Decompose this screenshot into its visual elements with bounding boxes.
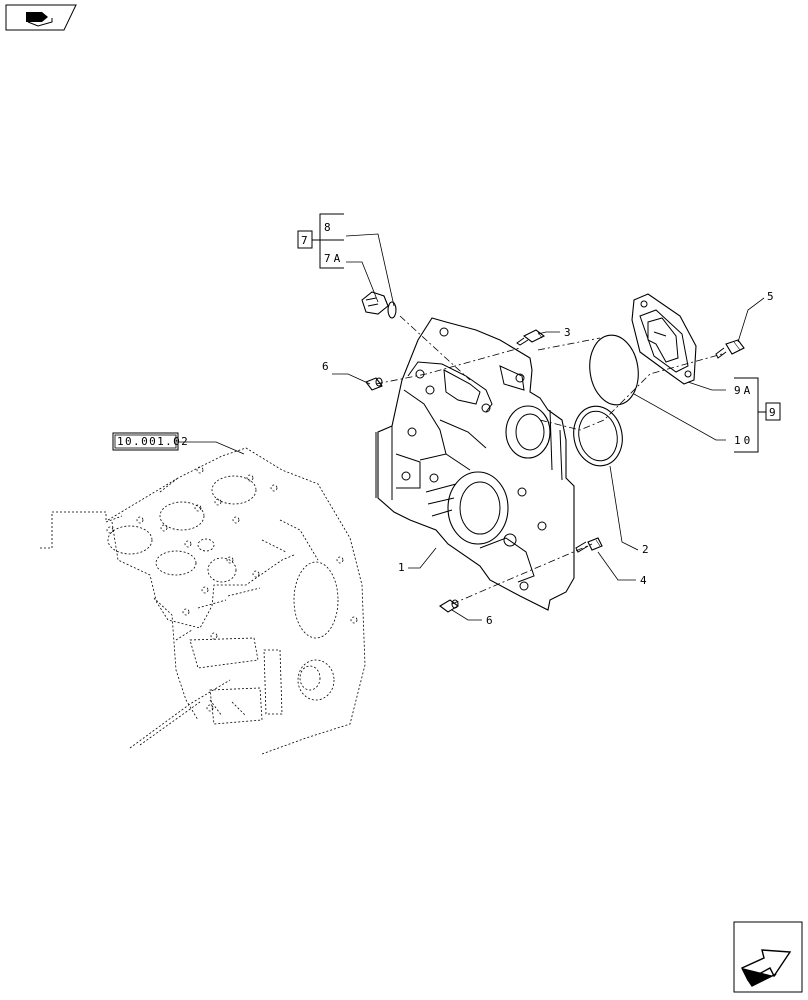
engine-block-outline <box>40 447 366 755</box>
callout-labels: 7 8 7A 9 9A 10 1 2 3 4 5 6 6 10.001.02 <box>112 221 781 627</box>
callout-6-lower: 6 <box>486 614 493 627</box>
dowel-pin-lower <box>439 599 459 613</box>
reference-label[interactable]: 10.001.02 <box>117 435 189 448</box>
leader-lines <box>178 233 765 621</box>
callout-7: 7 <box>301 234 308 247</box>
bolt-lower <box>575 537 603 553</box>
reference-link-box[interactable]: 10.001.02 <box>112 432 189 451</box>
callout-9: 9 <box>769 406 776 419</box>
plug-and-seal <box>361 291 397 319</box>
callout-1: 1 <box>398 561 405 574</box>
bolt-cover <box>715 339 745 359</box>
bolt-upper <box>516 329 546 346</box>
gasket-disc <box>589 334 639 406</box>
callout-brackets <box>312 213 766 453</box>
gear-housing-cover <box>375 317 575 611</box>
callout-10: 10 <box>734 434 753 447</box>
callout-6-upper: 6 <box>322 360 329 373</box>
callout-box-7 <box>297 230 313 249</box>
callout-3: 3 <box>564 326 571 339</box>
dowel-pin-upper <box>365 377 383 391</box>
o-ring <box>573 405 623 467</box>
callout-9a: 9A <box>734 384 753 397</box>
book-arrow-icon[interactable] <box>5 4 77 31</box>
cover-plate <box>631 293 697 385</box>
next-page-arrow-icon[interactable] <box>733 921 803 993</box>
callout-4: 4 <box>640 574 647 587</box>
callout-5: 5 <box>767 290 774 303</box>
callout-box-9 <box>765 402 781 421</box>
callout-7a: 7A <box>324 252 343 265</box>
assembly-axis-lines <box>375 315 723 605</box>
callout-8: 8 <box>324 221 331 234</box>
callout-2: 2 <box>642 543 649 556</box>
